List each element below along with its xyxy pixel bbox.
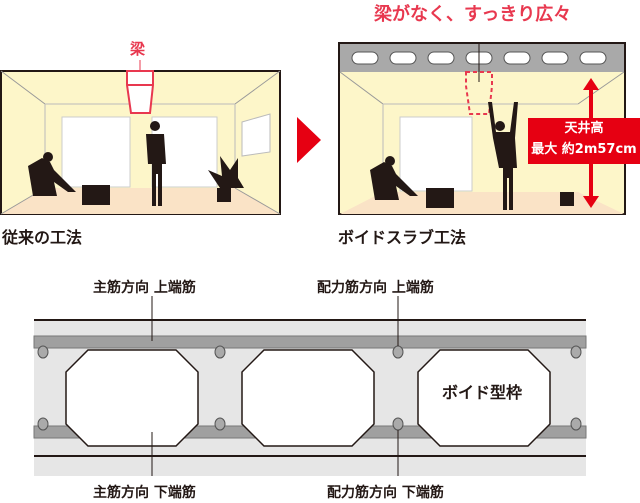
ceiling-height-value: 最大 約2m57cm [531, 142, 637, 157]
left-caption: 従来の工法 [2, 228, 83, 247]
ceiling-height-badge: 天井高 最大 約2m57cm [528, 118, 640, 164]
right-caption: ボイドスラブ工法 [338, 228, 467, 247]
arrow-right-icon [297, 117, 321, 163]
left-room-illustration [0, 60, 281, 215]
label-dist-bottom: 配力筋方向 下端筋 [327, 485, 444, 501]
label-main-top: 主筋方向 上端筋 [93, 280, 196, 296]
beam-label: 梁 [130, 40, 146, 58]
label-void-form: ボイド型枠 [442, 383, 523, 402]
ceiling-height-title: 天井高 [564, 121, 604, 136]
label-main-bottom: 主筋方向 下端筋 [93, 485, 196, 501]
label-dist-top: 配力筋方向 上端筋 [317, 280, 434, 296]
void-slab-section [33, 296, 587, 476]
headline: 梁がなく、すっきり広々 [374, 4, 572, 25]
